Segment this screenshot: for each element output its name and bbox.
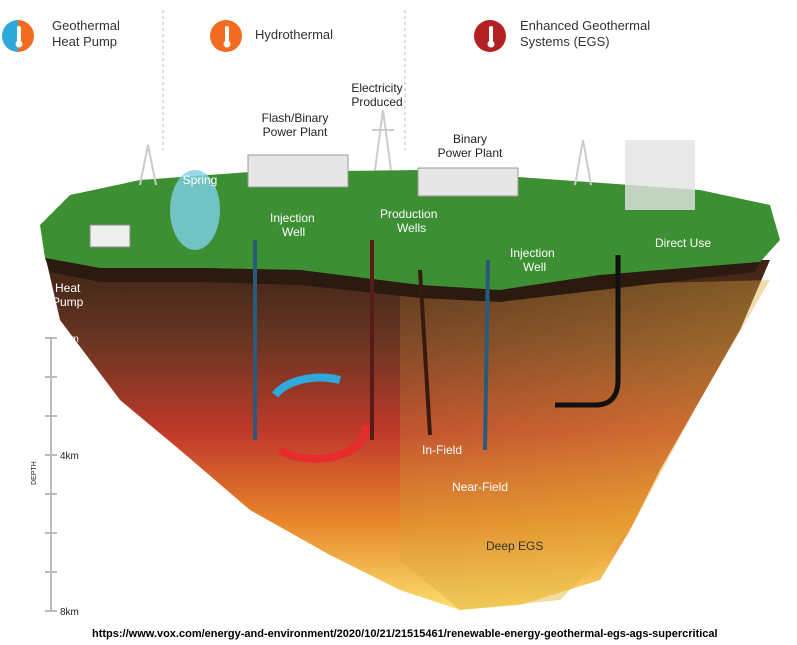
label: Heat <box>55 281 81 295</box>
cold-water-arrow-icon <box>271 373 341 398</box>
label: Flash/Binary <box>262 111 329 125</box>
depth-axis <box>45 337 57 612</box>
label: Hot <box>191 159 210 173</box>
egs-zone <box>400 280 770 610</box>
ground-surface <box>40 170 780 290</box>
depth-tick: 1km <box>60 334 79 345</box>
label: Direct Use <box>655 236 711 250</box>
label: Pump <box>52 295 84 309</box>
transmission-tower-icon <box>139 109 592 186</box>
label: In-Field <box>422 443 462 457</box>
depth-tick: 4km <box>60 451 79 462</box>
label: Injection <box>510 246 555 260</box>
hot-water-arrow-icon <box>277 424 370 463</box>
label: Electricity <box>351 81 402 95</box>
label: Well <box>523 260 546 274</box>
house <box>89 224 131 248</box>
label: Power Plant <box>438 146 503 160</box>
legend-label: Heat Pump <box>52 34 117 49</box>
legend-label: Enhanced Geothermal <box>520 18 650 33</box>
depth-tick: 8km <box>60 607 79 618</box>
injection-well-pipe <box>483 259 490 451</box>
label: Produced <box>351 95 402 109</box>
label: Spring <box>183 173 218 187</box>
hot-spring-steam <box>170 170 220 250</box>
legend-label: Systems (EGS) <box>520 34 610 49</box>
flash-binary-power-plant <box>247 154 349 188</box>
thermometer-snowflake-icon <box>2 20 34 52</box>
direct-use-pipe <box>555 255 621 408</box>
binary-power-plant <box>417 167 519 197</box>
label: Binary <box>453 132 487 146</box>
label: Injection <box>270 211 315 225</box>
label: Well <box>282 225 305 239</box>
thermometer-drop-icon <box>210 20 242 52</box>
city-buildings <box>625 140 695 210</box>
label: Wells <box>397 221 426 235</box>
label: Near-Field <box>452 480 508 494</box>
source-url[interactable]: https://www.vox.com/energy-and-environme… <box>92 628 718 640</box>
label: Deep EGS <box>486 539 543 553</box>
thermometer-waves-icon <box>474 20 506 52</box>
legend-label: Geothermal <box>52 18 120 33</box>
soil-layer <box>45 258 760 302</box>
depth-axis-title: DEPTH <box>31 461 38 485</box>
legend-label: Hydrothermal <box>255 27 333 42</box>
label: Power Plant <box>263 125 328 139</box>
label: Production <box>380 207 437 221</box>
production-well-pipe <box>418 269 432 436</box>
